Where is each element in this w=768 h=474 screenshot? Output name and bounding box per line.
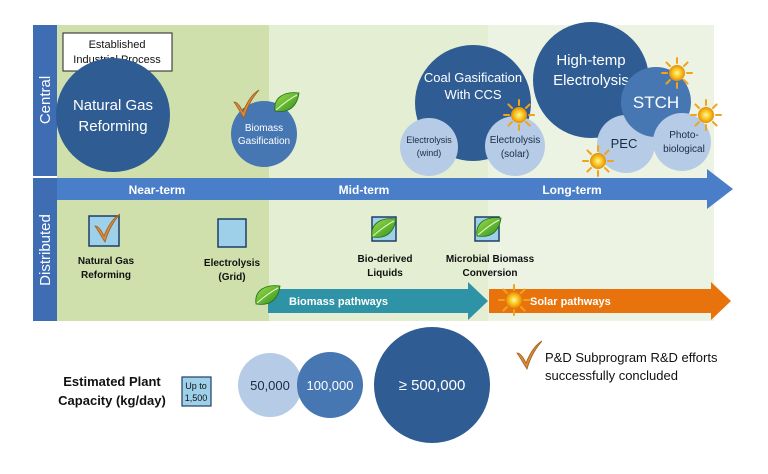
capacity-small-line2: 1,500 — [185, 393, 208, 403]
distributed-microbial-line2: Conversion — [462, 268, 517, 279]
biomass-pathways-arrow — [268, 282, 488, 320]
legend-line2: successfully concluded — [545, 368, 678, 383]
distributed-sidebar — [33, 178, 57, 321]
central-photo-line1: Photo- — [669, 130, 698, 141]
capacity-title-line2: Capacity (kg/day) — [58, 393, 166, 408]
distributed-bio-liquids-line2: Liquids — [367, 268, 403, 279]
capacity-small-line1: Up to — [185, 381, 207, 391]
central-ngr-line1: Natural Gas — [73, 97, 153, 114]
central-coal-line1: Coal Gasification — [424, 70, 522, 85]
solar-pathways-arrow — [489, 282, 731, 320]
checkmark-icon — [516, 340, 543, 370]
central-electrolysis-wind — [400, 118, 458, 176]
distributed-ngr-line2: Reforming — [81, 270, 131, 281]
distributed-microbial-line1: Microbial Biomass — [446, 254, 535, 265]
sun-icon — [503, 99, 535, 131]
sun-icon — [661, 57, 693, 89]
capacity-500000-label: ≥ 500,000 — [399, 377, 466, 394]
central-pec-label: PEC — [611, 136, 638, 151]
central-biomass-line1: Biomass — [245, 123, 283, 134]
biomass-pathways-label: Biomass pathways — [289, 296, 388, 308]
central-sidebar — [33, 25, 57, 176]
timeline-arrow — [57, 169, 733, 209]
distributed-elec-grid-line2: (Grid) — [218, 272, 245, 283]
legend-line1: P&D Subprogram R&D efforts — [545, 350, 718, 365]
timeline-mid-term: Mid-term — [339, 183, 390, 197]
distributed-bio-liquids-line1: Bio-derived — [357, 254, 412, 265]
central-label: Central — [37, 76, 54, 124]
capacity-100000-circle — [297, 352, 363, 418]
sun-icon — [498, 284, 530, 316]
capacity-50000-circle — [238, 353, 302, 417]
capacity-title-line1: Estimated Plant — [63, 374, 161, 389]
central-stch-label: STCH — [633, 93, 679, 112]
central-natural-gas-reforming — [56, 58, 170, 172]
sun-icon — [690, 99, 722, 131]
sun-icon — [582, 145, 614, 177]
central-ngr-line2: Reforming — [78, 118, 147, 135]
central-photobiological — [653, 113, 711, 171]
central-biomass-gasification — [231, 101, 297, 167]
central-electrolysis-solar — [485, 116, 545, 176]
central-high-temp-electrolysis — [533, 22, 649, 138]
timeline-long-term: Long-term — [542, 183, 601, 197]
distributed-ngr-line1: Natural Gas — [78, 256, 135, 267]
capacity-small-square — [181, 376, 212, 407]
central-elec-solar-line1: Electrolysis — [490, 135, 541, 146]
distributed-elec-grid-line1: Electrolysis — [204, 258, 261, 269]
capacity-50000-label: 50,000 — [250, 378, 290, 393]
central-elec-wind-line1: Electrolysis — [406, 135, 452, 145]
capacity-100000-label: 100,000 — [307, 378, 354, 393]
solar-pathways-label: Solar pathways — [530, 296, 611, 308]
central-elec-solar-line2: (solar) — [501, 149, 529, 160]
central-biomass-line2: Gasification — [238, 136, 290, 147]
distributed-label: Distributed — [37, 214, 54, 286]
timeline-near-term: Near-term — [129, 183, 186, 197]
capacity-500000-circle — [374, 327, 490, 443]
central-hte-line2: Electrolysis — [553, 72, 629, 89]
central-elec-wind-line2: (wind) — [417, 148, 442, 158]
distributed-elec-grid-square — [217, 218, 247, 248]
established-line1: Established — [89, 39, 146, 51]
central-photo-line2: biological — [663, 144, 705, 155]
central-coal-line2: With CCS — [444, 87, 501, 102]
central-hte-line1: High-temp — [556, 52, 625, 69]
